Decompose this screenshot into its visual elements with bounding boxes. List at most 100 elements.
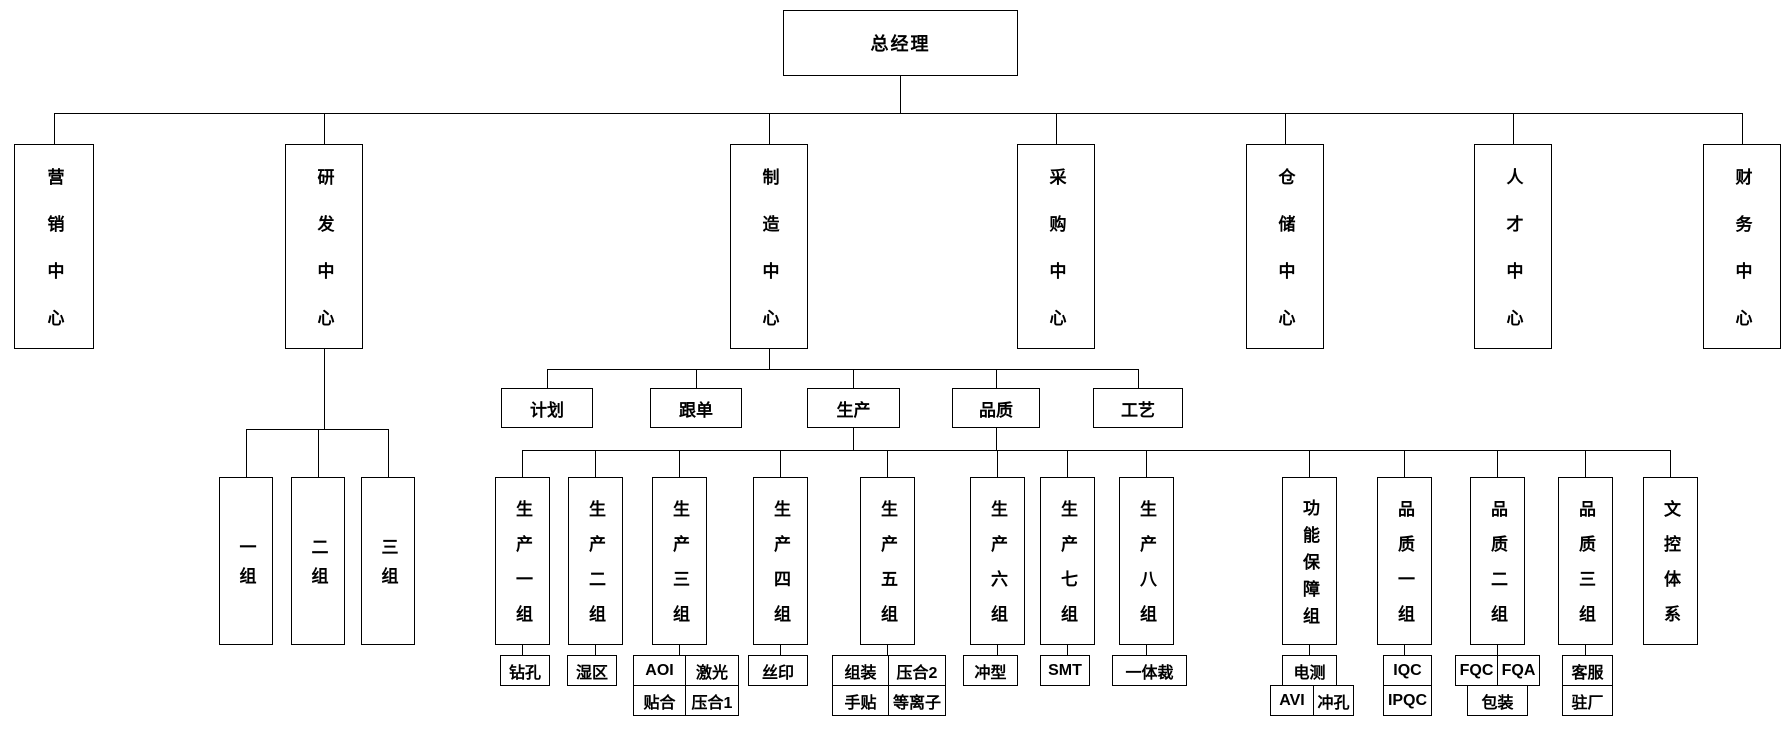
node-label: 一体裁 xyxy=(1125,664,1174,682)
node-label: 总经理 xyxy=(870,34,931,54)
node-label: 品质二组 xyxy=(1488,500,1507,640)
node-production-group-2: 生产二组 xyxy=(568,477,623,645)
node-label: 等离子 xyxy=(892,694,941,712)
node-document-control-system: 文控体系 xyxy=(1643,477,1698,645)
node-label: 功能保障组 xyxy=(1300,498,1319,634)
node-laser: 激光 xyxy=(685,655,739,686)
node-production-group-7: 生产七组 xyxy=(1040,477,1095,645)
node-aoi: AOI xyxy=(633,655,686,686)
node-packaging: 包装 xyxy=(1467,685,1528,716)
node-production-group-5: 生产五组 xyxy=(860,477,915,645)
node-production-dept: 生产 xyxy=(807,388,900,428)
node-quality-group-2: 品质二组 xyxy=(1470,477,1525,645)
node-pressing-2: 压合2 xyxy=(888,655,946,686)
node-label: 生产三组 xyxy=(670,500,689,640)
node-punching: 冲型 xyxy=(963,655,1018,686)
connector-line xyxy=(679,645,680,655)
connector-line xyxy=(1404,450,1405,477)
node-fqa: FQA xyxy=(1497,655,1540,686)
connector-line xyxy=(595,450,596,477)
node-label: 包装 xyxy=(1481,694,1514,712)
node-ipqc: IPQC xyxy=(1383,685,1432,716)
node-production-group-6: 生产六组 xyxy=(970,477,1025,645)
connector-line xyxy=(996,428,997,450)
node-label: IPQC xyxy=(1387,691,1428,709)
node-label: 生产六组 xyxy=(988,500,1007,640)
node-label: 制造中心 xyxy=(759,167,779,356)
connector-line xyxy=(996,369,997,388)
node-label: 生产一组 xyxy=(513,500,532,640)
connector-line xyxy=(900,76,901,113)
node-label: 生产二组 xyxy=(586,500,605,640)
connector-line xyxy=(1138,369,1139,388)
connector-line xyxy=(1585,450,1586,477)
node-lamination: 贴合 xyxy=(633,685,686,716)
node-electrical-test: 电测 xyxy=(1282,655,1337,686)
node-label: 组装 xyxy=(844,664,877,682)
node-label: 生产八组 xyxy=(1137,500,1156,640)
connector-line xyxy=(1404,645,1405,655)
node-punch-hole: 冲孔 xyxy=(1313,685,1354,716)
node-rd-group-3: 三组 xyxy=(361,477,415,645)
node-quality-group-3: 品质三组 xyxy=(1558,477,1613,645)
connector-line xyxy=(318,429,319,477)
node-label: 电测 xyxy=(1293,664,1326,682)
node-wet-area: 湿区 xyxy=(567,655,617,686)
connector-line xyxy=(246,429,388,430)
connector-line xyxy=(54,113,1742,114)
node-label: 手贴 xyxy=(844,694,877,712)
node-marketing-center: 营销中心 xyxy=(14,144,94,356)
node-label: 采购中心 xyxy=(1046,167,1066,356)
node-label: AVI xyxy=(1279,691,1305,709)
node-label: 压合1 xyxy=(691,694,733,712)
node-smt: SMT xyxy=(1040,655,1090,686)
node-quality-dept: 品质 xyxy=(952,388,1040,428)
connector-line xyxy=(997,645,998,655)
node-label: 品质一组 xyxy=(1395,500,1414,640)
connector-line xyxy=(996,450,1670,451)
connector-line xyxy=(1742,113,1743,144)
node-talent-center: 人才中心 xyxy=(1474,144,1552,356)
node-general-manager: 总经理 xyxy=(783,10,1018,76)
node-label: 财务中心 xyxy=(1732,167,1752,356)
node-label: 品质三组 xyxy=(1576,500,1595,640)
connector-line xyxy=(1585,645,1586,655)
node-fqc: FQC xyxy=(1455,655,1498,686)
node-label: 仓储中心 xyxy=(1275,167,1295,356)
connector-line xyxy=(1285,113,1286,144)
connector-line xyxy=(388,429,389,477)
node-warehouse-center: 仓储中心 xyxy=(1246,144,1324,356)
node-quality-group-1: 品质一组 xyxy=(1377,477,1432,645)
connector-line xyxy=(1670,450,1671,477)
node-label: AOI xyxy=(645,661,674,679)
node-avi: AVI xyxy=(1270,685,1314,716)
connector-line xyxy=(1513,113,1514,144)
node-label: 人才中心 xyxy=(1503,167,1523,356)
connector-line xyxy=(853,428,854,450)
node-rd-group-2: 二组 xyxy=(291,477,345,645)
node-production-group-8: 生产八组 xyxy=(1119,477,1174,645)
connector-line xyxy=(547,369,548,388)
node-label: 丝印 xyxy=(761,664,794,682)
connector-line xyxy=(679,450,680,477)
node-manufacturing-center: 制造中心 xyxy=(730,144,808,356)
node-label: 贴合 xyxy=(643,694,676,712)
node-label: 湿区 xyxy=(575,664,608,682)
node-finance-center: 财务中心 xyxy=(1703,144,1781,356)
connector-line xyxy=(547,369,1138,370)
node-production-group-1: 生产一组 xyxy=(495,477,550,645)
node-label: 压合2 xyxy=(896,664,938,682)
node-label: 二组 xyxy=(308,538,328,596)
connector-line xyxy=(1146,645,1147,655)
node-production-group-3: 生产三组 xyxy=(652,477,707,645)
node-rd-center: 研发中心 xyxy=(285,144,363,356)
node-label: 营销中心 xyxy=(44,167,64,356)
connector-line xyxy=(1146,450,1147,477)
connector-line xyxy=(324,113,325,144)
node-assembly: 组装 xyxy=(832,655,889,686)
node-purchasing-center: 采购中心 xyxy=(1017,144,1095,356)
node-functional-assurance-group: 功能保障组 xyxy=(1282,477,1337,645)
connector-line xyxy=(1067,645,1068,655)
connector-line xyxy=(769,349,770,369)
node-drilling: 钻孔 xyxy=(500,655,550,686)
